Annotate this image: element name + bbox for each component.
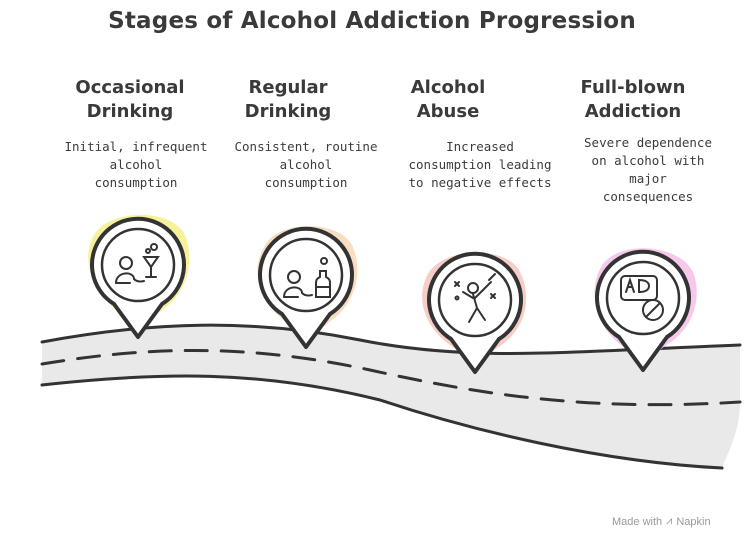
road-upper-edge: [40, 323, 742, 355]
stage-4-desc-line-2: on alcohol with: [591, 153, 705, 168]
stage-1-title-line-2: Drinking: [86, 101, 174, 122]
napkin-logo-icon: ⩘: [666, 515, 673, 527]
footer-attribution: Made with ⩘ Napkin: [612, 515, 711, 528]
stage-3-title-line-2: Abuse: [416, 101, 480, 122]
stumbling-drinker-icon: [454, 273, 496, 323]
stage-2-desc-line-2: alcohol: [279, 157, 333, 172]
stage-4-desc-line-4: consequences: [602, 189, 694, 204]
stage-3-title-line-1: Alcohol: [410, 77, 486, 98]
diagram-title: Stages of Alcohol Addiction Progression: [108, 8, 636, 34]
road-surface: [42, 325, 740, 468]
stage-4-description: Severe dependence on alcohol with major …: [568, 134, 728, 206]
stage-2-marker-pin: [258, 226, 354, 349]
stage-4-desc-line-3: major: [629, 171, 667, 186]
napkin-brand-label: Napkin: [676, 515, 711, 528]
person-with-cocktail-icon: [115, 243, 160, 284]
stage-2-marker-inner-ring: [268, 237, 344, 313]
stage-4-marker: [594, 248, 697, 372]
stage-1-marker: [88, 214, 190, 339]
stage-2-title-line-1: Regular: [248, 77, 328, 98]
stage-3-marker: [422, 251, 527, 374]
stage-1-desc-line-1: Initial, infrequent: [64, 139, 208, 154]
stage-1-title-line-1: Occasional: [75, 77, 185, 98]
road-lower-edge: [40, 374, 724, 470]
stage-1-description: Initial, infrequent alcohol consumption: [56, 138, 216, 192]
person-with-bottle-icon: [283, 257, 331, 298]
stage-2-desc-line-1: Consistent, routine: [234, 139, 378, 154]
made-with-label: Made with: [612, 515, 663, 528]
stage-2-marker: [257, 226, 358, 349]
stage-3-description: Increased consumption leading to negativ…: [400, 138, 560, 192]
stage-2-title-line-2: Drinking: [244, 101, 332, 122]
stage-4-title-line-2: Addiction: [584, 101, 682, 122]
stage-1-marker-inner-ring: [100, 227, 176, 303]
stage-1-marker-pin: [90, 216, 186, 339]
stage-1-desc-line-3: consumption: [94, 175, 178, 190]
stage-4-title: Full-blown Addiction: [558, 76, 708, 124]
stage-1-desc-line-2: alcohol: [109, 157, 163, 172]
road: [40, 323, 742, 470]
stage-3-title: Alcohol Abuse: [373, 76, 523, 124]
stage-2-title: Regular Drinking: [213, 76, 363, 124]
stage-4-marker-inner-ring: [605, 260, 681, 336]
stage-3-desc-line-2: consumption leading: [408, 157, 552, 172]
stage-3-marker-inner-ring: [437, 262, 513, 338]
stage-1-title: Occasional Drinking: [55, 76, 205, 124]
stage-4-title-line-1: Full-blown: [580, 77, 686, 98]
stage-4-desc-line-1: Severe dependence: [584, 135, 712, 150]
ad-prohibited-sign-icon: [620, 275, 664, 321]
stage-3-desc-line-3: to negative effects: [408, 175, 552, 190]
stage-2-desc-line-3: consumption: [264, 175, 348, 190]
stage-3-desc-line-1: Increased: [446, 139, 514, 154]
road-center-dashes: [40, 348, 742, 407]
stage-2-description: Consistent, routine alcohol consumption: [226, 138, 386, 192]
